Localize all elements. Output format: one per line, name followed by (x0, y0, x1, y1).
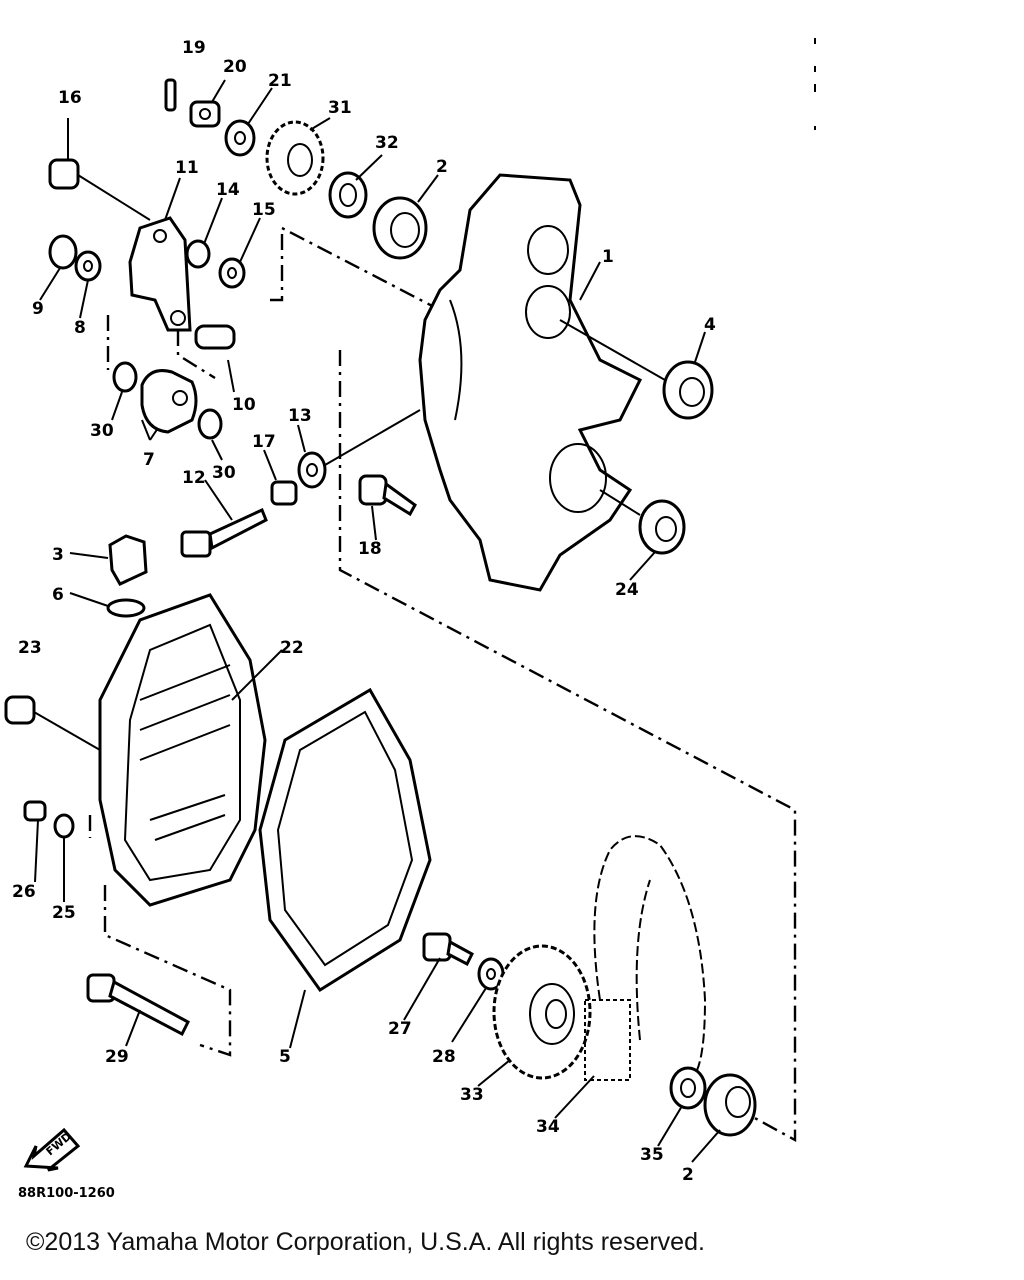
part-5-gasket (258, 687, 432, 993)
callout-labels: 19 20 21 31 16 11 14 15 32 2 1 9 8 4 10 … (12, 38, 716, 1185)
copyright-notice: ©2013 Yamaha Motor Corporation, U.S.A. A… (26, 1228, 705, 1256)
fwd-arrow-icon: FWD (23, 1127, 81, 1172)
part-33-sprocket (492, 944, 592, 1080)
callout-6: 6 (52, 585, 64, 605)
part-2-bearing-top (372, 196, 428, 260)
callout-4: 4 (704, 315, 716, 335)
callout-27: 27 (388, 1019, 412, 1039)
part-7-cam (140, 369, 198, 434)
callout-21: 21 (268, 71, 292, 91)
callout-13: 13 (288, 406, 312, 426)
part-3-plug (108, 534, 148, 586)
callout-8: 8 (74, 318, 86, 338)
callout-1: 1 (602, 247, 614, 267)
part-14-washer (185, 239, 211, 269)
part-11-lever-bracket (128, 216, 192, 332)
callout-34: 34 (536, 1117, 560, 1137)
callout-23: 23 (18, 638, 42, 658)
part-31-gear (265, 120, 325, 196)
part-20-nut (189, 100, 221, 128)
callout-leaders (34, 79, 721, 1163)
callout-30-right: 30 (212, 463, 236, 483)
callout-22: 22 (280, 638, 304, 658)
part-17-nut (270, 480, 298, 506)
part-13-washer (297, 409, 421, 489)
callout-29: 29 (105, 1047, 129, 1067)
callout-2-top: 2 (436, 157, 448, 177)
part-15-washer (218, 257, 246, 289)
part-29-bolt (86, 973, 190, 1037)
part-9-cap (48, 234, 78, 270)
parts-diagram: 19 20 21 31 16 11 14 15 32 2 1 9 8 4 10 … (4, 38, 816, 1185)
callout-5: 5 (279, 1047, 291, 1067)
callout-7: 7 (143, 450, 155, 470)
callout-15: 15 (252, 200, 276, 220)
callout-19: 19 (182, 38, 206, 58)
part-12-bolt (180, 507, 268, 558)
callout-2-bottom: 2 (682, 1165, 694, 1185)
callout-11: 11 (175, 158, 199, 178)
callout-18: 18 (358, 539, 382, 559)
part-16-bolt (48, 158, 151, 221)
part-26-bolt (23, 800, 47, 822)
part-35-collar (669, 1066, 707, 1110)
callout-35: 35 (640, 1145, 664, 1165)
part-18-bolt (358, 474, 417, 517)
part-19-pin (164, 78, 177, 112)
part-10-pin (194, 324, 236, 350)
callout-32: 32 (375, 133, 399, 153)
part-22-cover (98, 593, 267, 907)
callout-25: 25 (52, 903, 76, 923)
part-2-bearing-bottom (703, 1073, 757, 1137)
callout-28: 28 (432, 1047, 456, 1067)
part-23-bolt (4, 695, 101, 751)
part-24-seal (638, 499, 686, 555)
part-32-collar (328, 171, 368, 219)
callout-30-left: 30 (90, 421, 114, 441)
callout-33: 33 (460, 1085, 484, 1105)
callout-12: 12 (182, 468, 206, 488)
callout-9: 9 (32, 299, 44, 319)
part-25-washer (53, 813, 75, 839)
callout-20: 20 (223, 57, 247, 77)
part-4-seal (662, 360, 714, 420)
callout-16: 16 (58, 88, 82, 108)
part-27-bolt (422, 932, 474, 967)
callout-31: 31 (328, 98, 352, 118)
part-8-washer (74, 250, 102, 282)
part-30-washer-left (112, 361, 138, 393)
callout-3: 3 (52, 545, 64, 565)
callout-26: 26 (12, 882, 36, 902)
part-6-washer (106, 598, 146, 618)
callout-14: 14 (216, 180, 240, 200)
part-30-washer-right (197, 408, 223, 440)
callout-17: 17 (252, 432, 276, 452)
callout-24: 24 (615, 580, 639, 600)
part-21-washer (224, 119, 256, 157)
part-34-chain (584, 835, 707, 1081)
callout-10: 10 (232, 395, 256, 415)
part-1-case (418, 173, 666, 592)
figure-code: 88R100-1260 (18, 1186, 115, 1201)
